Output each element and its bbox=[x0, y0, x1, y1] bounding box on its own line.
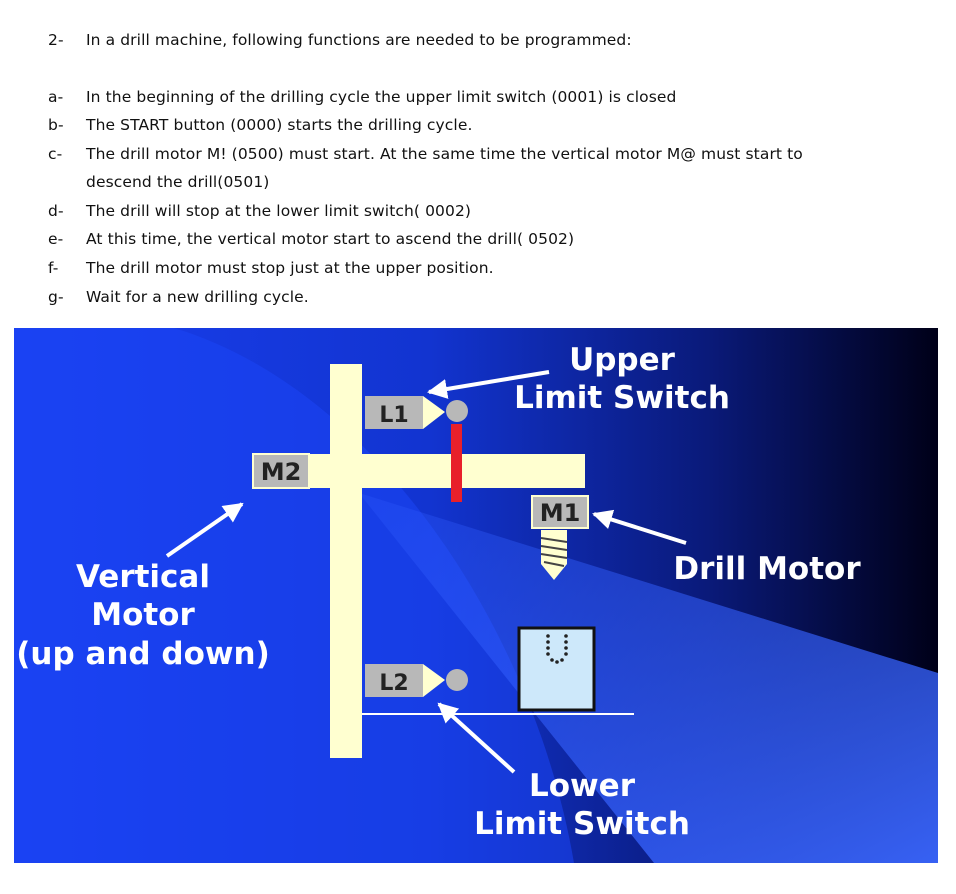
frame-arm bbox=[309, 454, 585, 488]
list-item-marker: e- bbox=[48, 230, 64, 248]
m2-label: M2 bbox=[261, 458, 302, 486]
list-item-text: The drill motor must stop just at the up… bbox=[86, 259, 494, 277]
l2-triangle bbox=[423, 664, 445, 697]
vertical-motor-arrow bbox=[165, 502, 244, 558]
list-item-text: The drill motor M! (0500) must start. At… bbox=[86, 145, 803, 163]
drill-bit bbox=[540, 530, 568, 580]
lower-limit-switch-label: Lower Limit Switch bbox=[474, 768, 690, 842]
red-rod bbox=[451, 424, 462, 502]
upper-limit-switch-label-line1: Upper bbox=[569, 342, 676, 378]
list-item-marker: c- bbox=[48, 145, 63, 163]
frame-column bbox=[330, 364, 362, 758]
list-item-text: At this time, the vertical motor start t… bbox=[86, 230, 575, 248]
lower-limit-switch-label-line1: Lower bbox=[529, 768, 636, 804]
list-item: d- The drill will stop at the lower limi… bbox=[0, 202, 956, 224]
upper-limit-switch-label: Upper Limit Switch bbox=[514, 342, 730, 416]
list-item-marker: d- bbox=[48, 202, 64, 220]
m2-box bbox=[252, 453, 310, 489]
background-curve bbox=[14, 328, 574, 863]
list-item: c- The drill motor M! (0500) must start.… bbox=[0, 145, 956, 167]
list-item-marker: a- bbox=[48, 88, 64, 106]
lower-limit-switch-label-line2: Limit Switch bbox=[474, 806, 690, 842]
upper-limit-switch-label-line2: Limit Switch bbox=[514, 380, 730, 416]
l2-box bbox=[365, 664, 423, 697]
workpiece bbox=[517, 626, 596, 712]
list-item: g- Wait for a new drilling cycle. bbox=[0, 288, 956, 310]
list-item-continuation-text: descend the drill(0501) bbox=[86, 173, 270, 191]
l2-label: L2 bbox=[379, 671, 408, 696]
drill-motor-arrow bbox=[592, 509, 687, 545]
vertical-motor-label-line3: (up and down) bbox=[16, 636, 270, 672]
list-item-text: In the beginning of the drilling cycle t… bbox=[86, 88, 677, 106]
l1-label: L1 bbox=[379, 403, 408, 428]
list-item: f- The drill motor must stop just at the… bbox=[0, 259, 956, 281]
drill-machine-diagram: M2 L1 M1 L2 Upper Limit Switch Drill Mot… bbox=[14, 328, 938, 863]
list-item-marker: b- bbox=[48, 116, 64, 134]
vertical-motor-label-line1: Vertical bbox=[76, 559, 210, 595]
question-intro: In a drill machine, following functions … bbox=[86, 31, 632, 49]
list-item-text: Wait for a new drilling cycle. bbox=[86, 288, 309, 306]
list-item: b- The START button (0000) starts the dr… bbox=[0, 116, 956, 138]
m1-box bbox=[531, 495, 589, 529]
list-item-continuation: descend the drill(0501) bbox=[0, 173, 956, 195]
question-number: 2- bbox=[48, 31, 64, 49]
list-item-marker: g- bbox=[48, 288, 64, 306]
l1-roller bbox=[446, 400, 468, 422]
list-item: e- At this time, the vertical motor star… bbox=[0, 230, 956, 252]
l2-roller bbox=[446, 669, 468, 691]
vertical-motor-label-line2: Motor bbox=[91, 597, 195, 633]
l1-triangle bbox=[423, 396, 445, 429]
lower-switch-arrow bbox=[437, 702, 516, 774]
drill-motor-label: Drill Motor bbox=[673, 551, 861, 587]
upper-switch-arrow bbox=[427, 370, 550, 399]
workpiece-hole bbox=[546, 634, 568, 664]
list-item-text: The START button (0000) starts the drill… bbox=[86, 116, 473, 134]
vertical-motor-label: Vertical Motor (up and down) bbox=[16, 559, 270, 672]
light-beam bbox=[359, 493, 938, 863]
l1-box bbox=[365, 396, 423, 429]
list-item: a- In the beginning of the drilling cycl… bbox=[0, 88, 956, 110]
list-item-marker: f- bbox=[48, 259, 59, 277]
list-item-text: The drill will stop at the lower limit s… bbox=[86, 202, 472, 220]
question-header: 2- In a drill machine, following functio… bbox=[0, 31, 956, 53]
m1-label: M1 bbox=[540, 499, 581, 527]
